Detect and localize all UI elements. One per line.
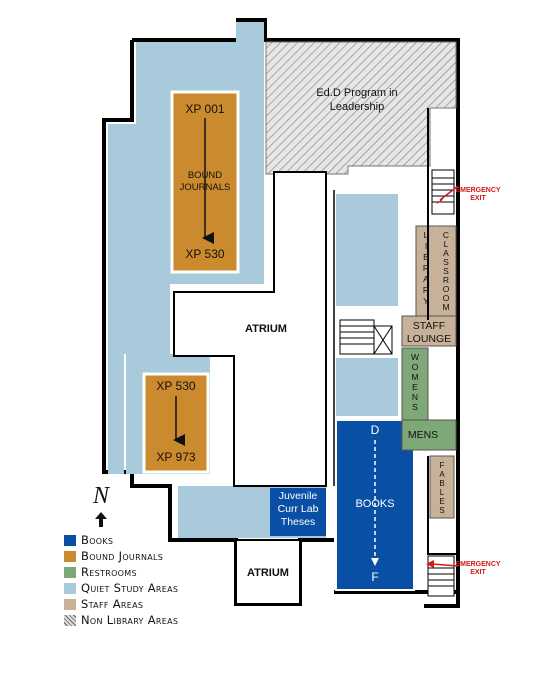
atrium-bottom-label: ATRIUM bbox=[247, 567, 289, 579]
legend-label: Bound Journals bbox=[81, 549, 164, 563]
books-arrow-icon bbox=[371, 558, 379, 566]
atrium-bottom bbox=[235, 539, 301, 605]
legend-item: Staff Areas bbox=[64, 596, 264, 612]
quiet-study-right-mid bbox=[336, 358, 398, 416]
quiet-study-right-top bbox=[336, 194, 398, 306]
legend-swatch bbox=[64, 550, 76, 562]
staff-lounge-area bbox=[401, 315, 457, 347]
juvenile-label-3: Theses bbox=[281, 516, 315, 528]
staff-lounge-label-2: LOUNGE bbox=[407, 333, 451, 345]
juvenile-area bbox=[270, 488, 326, 536]
emergency-arrow-top-icon bbox=[436, 185, 459, 204]
emergency-exit-top-2: EXIT bbox=[470, 195, 486, 202]
legend-label: Staff Areas bbox=[81, 597, 144, 611]
legend-item: Bound Journals bbox=[64, 548, 264, 564]
mens-label: MENS bbox=[408, 429, 438, 441]
emergency-exit-bottom-1: EMERGENCY bbox=[455, 561, 500, 568]
juvenile-label-1: Juvenile bbox=[279, 490, 318, 502]
mens-area bbox=[401, 419, 457, 451]
legend-swatch bbox=[64, 614, 76, 626]
outer-wall-br bbox=[334, 590, 460, 608]
legend-item: Non Library Areas bbox=[64, 612, 264, 628]
north-arrow-icon bbox=[95, 512, 107, 527]
fables-area bbox=[429, 455, 455, 519]
books-label: BOOKS bbox=[355, 498, 394, 510]
legend-label: Restrooms bbox=[81, 565, 137, 579]
books-start: D bbox=[371, 423, 380, 437]
journals-top-label-1: BOUND bbox=[188, 170, 222, 181]
bound-journals-bottom bbox=[142, 372, 210, 474]
journals-top-start: XP 001 bbox=[185, 102, 224, 116]
emergency-exit-top-1: EMERGENCY bbox=[455, 187, 500, 194]
legend-swatch bbox=[64, 582, 76, 594]
atrium-center bbox=[173, 171, 327, 487]
emergency-exit-bottom-2: EXIT bbox=[470, 569, 486, 576]
legend-item: Books bbox=[64, 532, 264, 548]
legend-item: Quiet Study Areas bbox=[64, 580, 264, 596]
legend-label: Books bbox=[81, 533, 114, 547]
journals-bottom-end: XP 973 bbox=[156, 450, 195, 464]
journals-top-label-2: JOURNALS bbox=[180, 182, 231, 193]
legend-label: Non Library Areas bbox=[81, 613, 179, 627]
juvenile-label-2: Curr Lab bbox=[278, 503, 319, 515]
compass-n: N bbox=[92, 483, 111, 509]
legend-swatch bbox=[64, 566, 76, 578]
journals-bottom-start: XP 530 bbox=[156, 379, 195, 393]
edd-label-2: Leadership bbox=[330, 101, 384, 113]
legend-item: Restrooms bbox=[64, 564, 264, 580]
legend-label: Quiet Study Areas bbox=[81, 581, 179, 595]
legend-swatch bbox=[64, 598, 76, 610]
atrium-center-label: ATRIUM bbox=[245, 323, 287, 335]
journals-top-end: XP 530 bbox=[185, 247, 224, 261]
stairs-center bbox=[339, 319, 393, 355]
books-end: F bbox=[371, 570, 378, 584]
legend-swatch bbox=[64, 534, 76, 546]
emergency-arrow-bottom-icon bbox=[426, 560, 459, 568]
edd-label-1: Ed.D Program in bbox=[316, 87, 397, 99]
staff-lounge-label-1: STAFF bbox=[413, 320, 445, 332]
